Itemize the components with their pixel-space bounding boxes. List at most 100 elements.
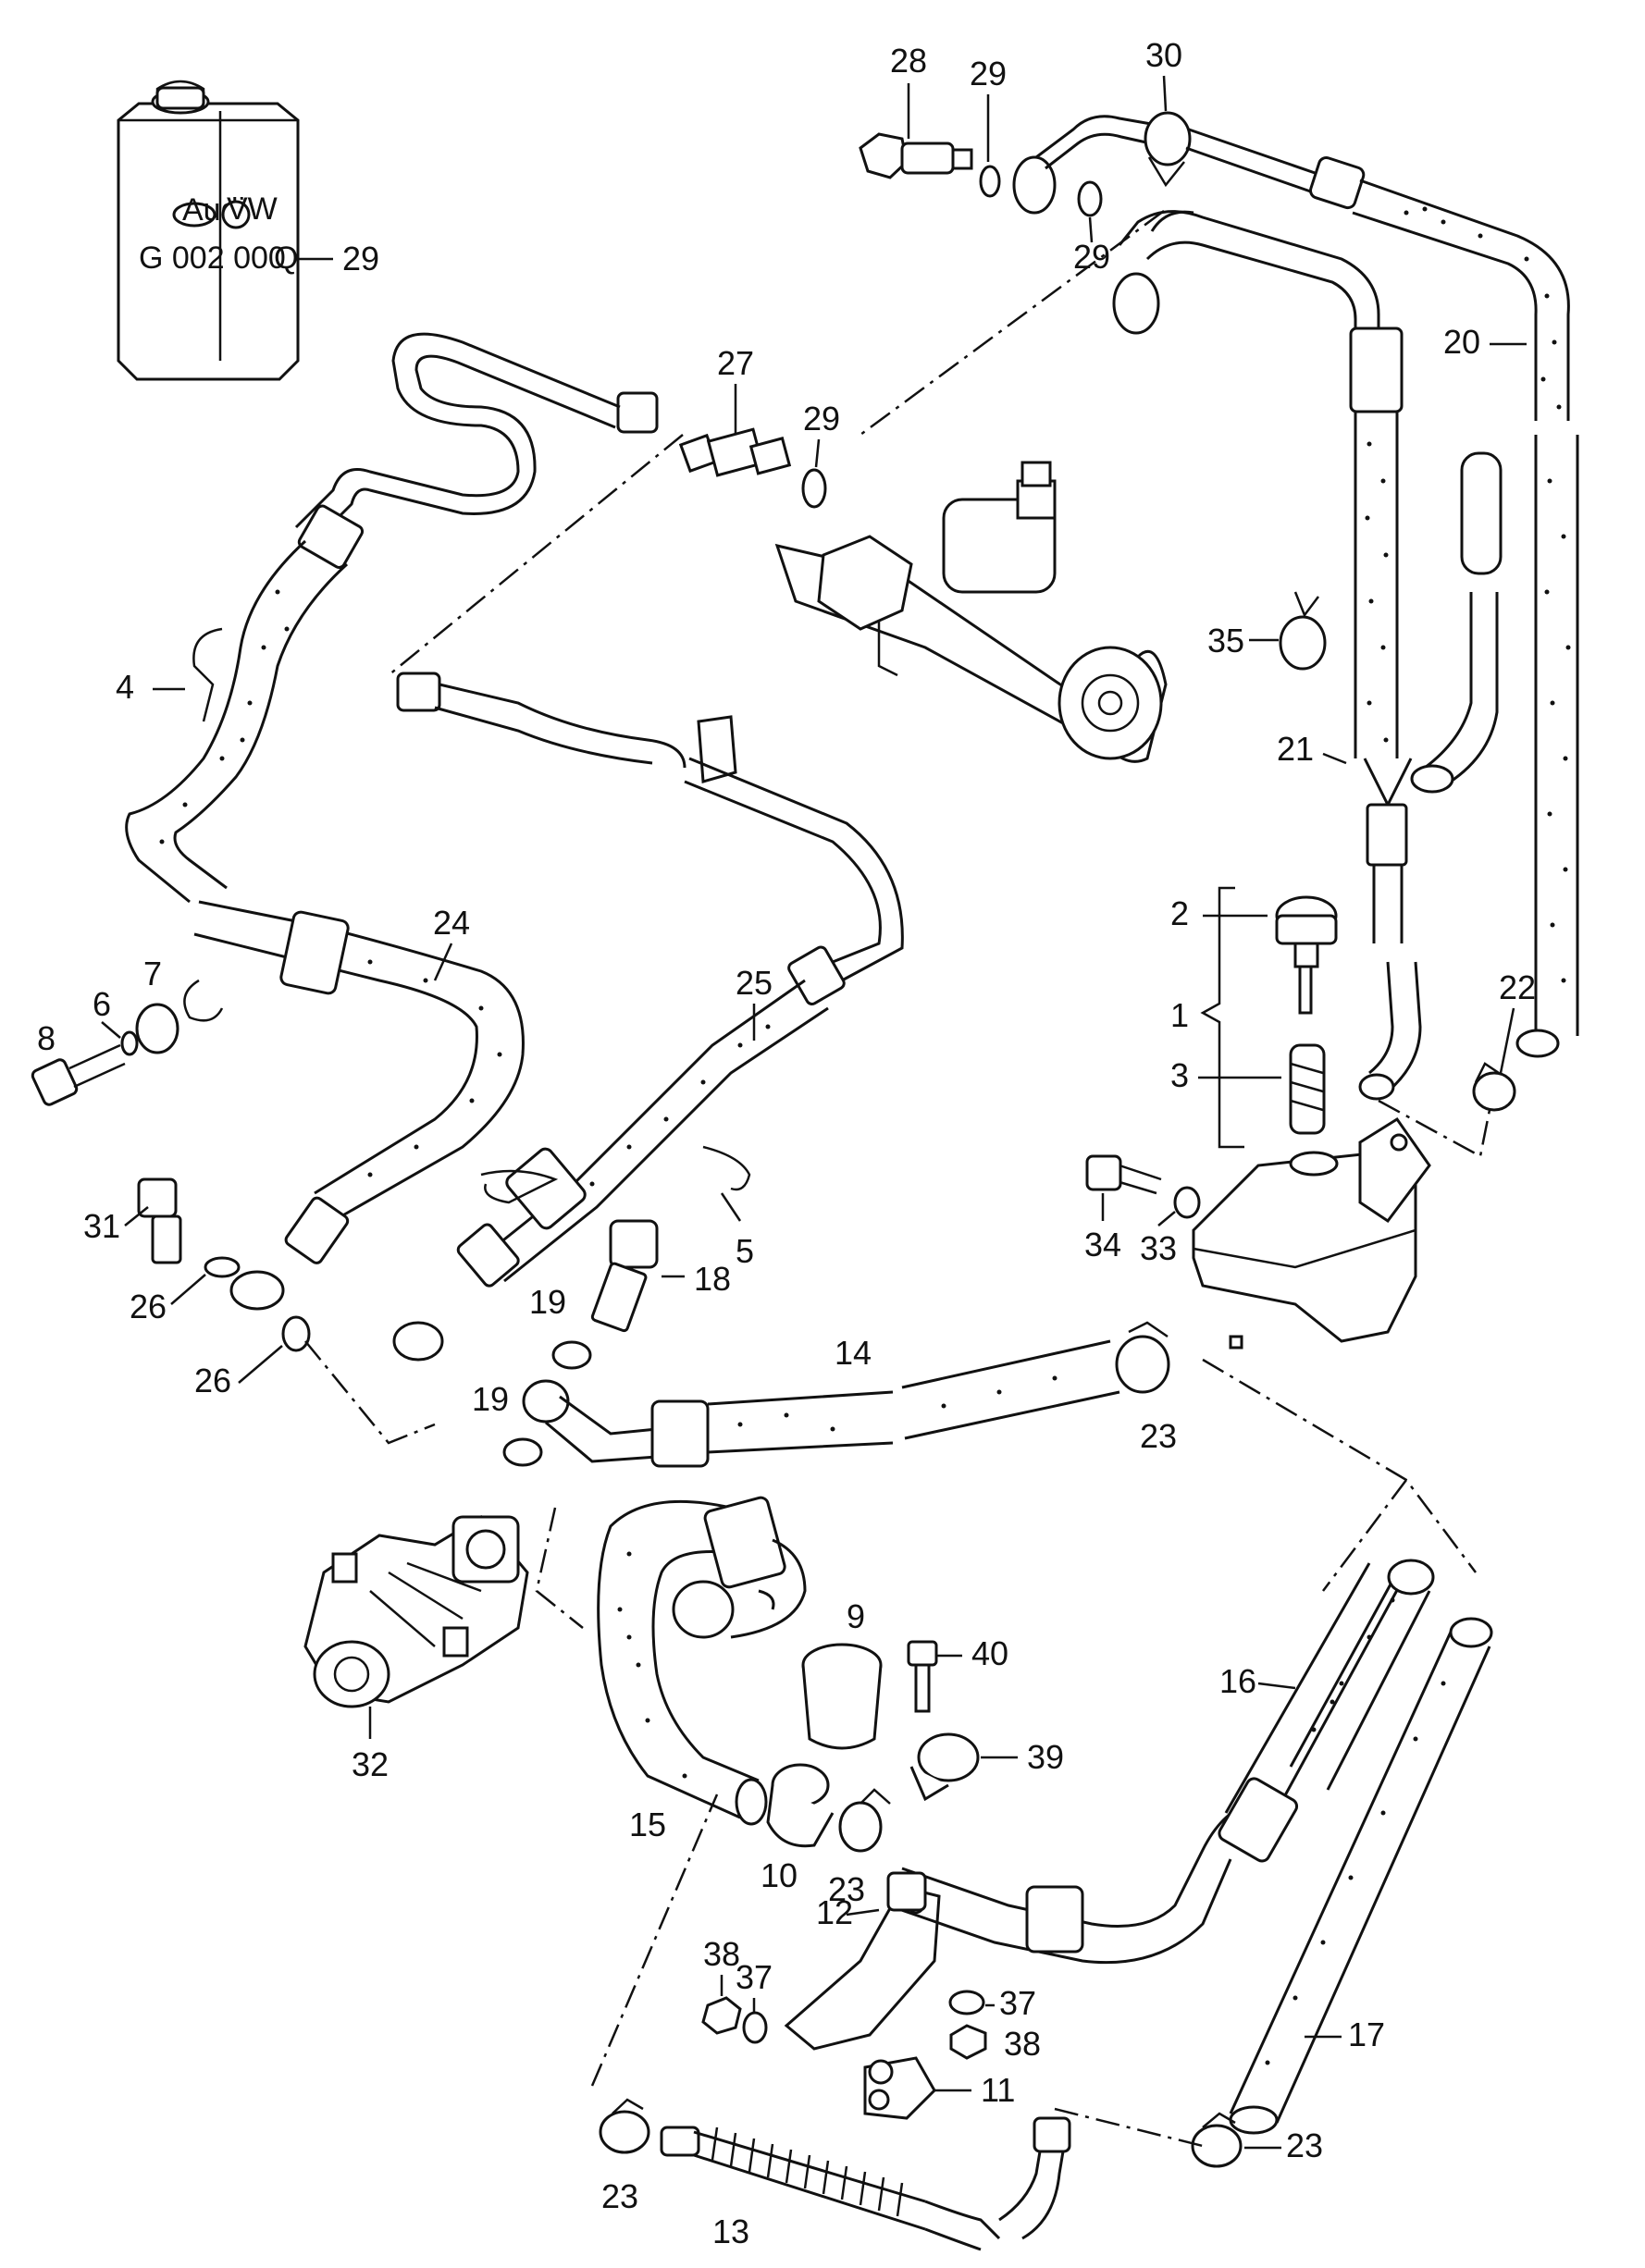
union-27 bbox=[678, 427, 792, 477]
grommet-10 bbox=[766, 1763, 835, 1848]
callout-18: 18 bbox=[694, 1260, 731, 1298]
callout-33: 33 bbox=[1140, 1229, 1177, 1267]
callout-39: 39 bbox=[1027, 1738, 1064, 1776]
callout-32: 32 bbox=[352, 1745, 389, 1783]
callout-3: 3 bbox=[1170, 1056, 1189, 1094]
seal-ring-29a bbox=[979, 165, 1001, 198]
cap-2 bbox=[1275, 895, 1338, 1015]
audi-logo bbox=[172, 202, 216, 228]
callout-29c: 29 bbox=[803, 400, 840, 438]
bolt-8 bbox=[31, 1043, 126, 1106]
banjo-24 bbox=[229, 1270, 285, 1311]
vw-logo-text: VW bbox=[227, 191, 278, 227]
callout-15: 15 bbox=[629, 1806, 666, 1843]
reservoir bbox=[1192, 1116, 1431, 1350]
callout-16: 16 bbox=[1219, 1662, 1256, 1700]
clamp-23b bbox=[838, 1788, 891, 1853]
callout-37b: 37 bbox=[999, 1984, 1036, 2022]
fluid-can: Audi VW G 002 000 Q bbox=[117, 80, 300, 381]
callout-40: 40 bbox=[971, 1634, 1008, 1672]
clip-5 bbox=[480, 1169, 559, 1204]
seal-ring-29c bbox=[801, 468, 827, 509]
hose-21-fitting bbox=[1349, 327, 1404, 413]
callout-13: 13 bbox=[712, 2213, 749, 2250]
clip-4 bbox=[192, 627, 223, 722]
callout-24: 24 bbox=[433, 904, 470, 942]
clip-7 bbox=[183, 979, 224, 1022]
seal-19b bbox=[502, 1437, 543, 1467]
callout-12: 12 bbox=[816, 1893, 853, 1931]
callout-23b: 23 bbox=[828, 1870, 865, 1908]
washer-37b bbox=[948, 1990, 985, 2015]
grommet-9 bbox=[801, 1643, 883, 1750]
callout-26b: 26 bbox=[194, 1362, 231, 1399]
callout-2: 2 bbox=[1170, 894, 1189, 932]
nut-38b bbox=[949, 2024, 987, 2060]
clamp-30 bbox=[1144, 111, 1192, 188]
pipe-fitting-17 bbox=[1025, 1885, 1084, 1954]
callout-14: 14 bbox=[835, 1334, 872, 1372]
callout-29b: 29 bbox=[1073, 238, 1110, 276]
plate-11 bbox=[863, 2056, 936, 2120]
callout-8: 8 bbox=[37, 1019, 56, 1057]
callout-1: 1 bbox=[1170, 996, 1189, 1034]
hose-15-end bbox=[735, 1778, 768, 1826]
callout-6: 6 bbox=[93, 985, 111, 1023]
callout-7: 7 bbox=[143, 955, 162, 992]
bolt-40 bbox=[907, 1640, 938, 1713]
callout-5: 5 bbox=[736, 1232, 754, 1270]
seal-19a bbox=[551, 1340, 592, 1370]
clamp-23c bbox=[599, 2098, 650, 2154]
nut-25 bbox=[396, 672, 441, 712]
vw-logo bbox=[221, 200, 251, 229]
clip-35 bbox=[1279, 591, 1327, 671]
bolt-34 bbox=[1085, 1154, 1122, 1191]
washer-33 bbox=[1173, 1186, 1201, 1219]
hose-20-texture bbox=[1404, 206, 1562, 410]
banjo-14 bbox=[522, 1379, 570, 1424]
callout-10: 10 bbox=[761, 1856, 798, 1894]
callout-26a: 26 bbox=[130, 1288, 167, 1325]
callout-4: 4 bbox=[116, 668, 134, 706]
pipe-union-top bbox=[1012, 115, 1157, 217]
coil-hose-13 bbox=[660, 2116, 1071, 2251]
pump-32 bbox=[303, 1515, 529, 1708]
callout-38b: 38 bbox=[1004, 2025, 1041, 2063]
callout-23c: 23 bbox=[601, 2177, 638, 2215]
hose-piece bbox=[1460, 451, 1503, 575]
callout-25: 25 bbox=[736, 964, 773, 1002]
washer-7 bbox=[135, 1003, 179, 1054]
fitting-top bbox=[1112, 272, 1160, 335]
banjo-bolt-28 bbox=[859, 132, 973, 179]
callout-19b: 19 bbox=[472, 1380, 509, 1418]
can-code: G 002 000 bbox=[139, 240, 286, 276]
ring-6 bbox=[120, 1030, 139, 1056]
callout-30: 30 bbox=[1145, 36, 1182, 74]
clamp-22 bbox=[1472, 1062, 1516, 1112]
banjo-15 bbox=[672, 1580, 735, 1639]
callout-9: 9 bbox=[847, 1597, 865, 1635]
callout-35: 35 bbox=[1207, 622, 1244, 659]
callout-36: 29 bbox=[342, 240, 379, 277]
callout-38a: 38 bbox=[703, 1935, 740, 1973]
callout-11: 11 bbox=[981, 2071, 1015, 2109]
nut-top bbox=[616, 391, 659, 434]
callout-23a: 23 bbox=[1140, 1417, 1177, 1455]
can-code-suffix: Q bbox=[274, 240, 298, 276]
banjo-bolt-31 bbox=[137, 1177, 182, 1264]
callout-labels: 2 1 3 4 5 6 7 8 9 10 11 12 13 14 15 16 1… bbox=[37, 36, 1536, 2250]
callout-19a: 19 bbox=[529, 1283, 566, 1321]
callout-17: 17 bbox=[1348, 2015, 1385, 2053]
callout-22: 22 bbox=[1499, 968, 1536, 1006]
seal-26b bbox=[281, 1315, 311, 1352]
callout-20: 20 bbox=[1443, 323, 1480, 361]
banjo-25 bbox=[392, 1321, 444, 1362]
clamp-23a bbox=[1115, 1321, 1170, 1394]
callout-34: 34 bbox=[1084, 1226, 1121, 1263]
callout-27: 27 bbox=[717, 344, 754, 382]
callout-37a: 37 bbox=[736, 1958, 773, 1996]
seal-26a bbox=[204, 1256, 241, 1278]
callout-31: 31 bbox=[83, 1207, 120, 1245]
clamp-39 bbox=[909, 1732, 980, 1802]
